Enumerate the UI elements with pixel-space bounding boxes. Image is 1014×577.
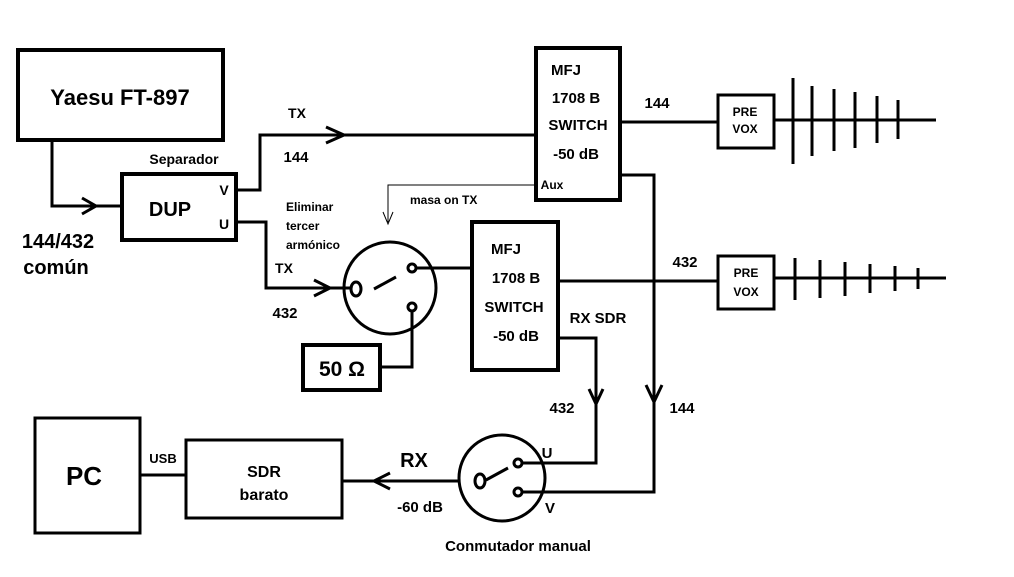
mfj-top-l2: 1708 B xyxy=(552,90,601,107)
common-label-2: común xyxy=(23,257,89,279)
antenna-432-elements xyxy=(793,258,920,300)
wire-radio-dup xyxy=(50,140,122,208)
manual-switch-circle xyxy=(457,433,547,523)
label-tx-top: TX xyxy=(288,105,307,121)
label-144-down: 144 xyxy=(669,400,695,417)
label-rx: RX xyxy=(400,450,428,472)
separator-title: Separador xyxy=(149,151,219,167)
label-switch-v: V xyxy=(545,500,555,517)
arrow-rx xyxy=(370,471,391,491)
mfj-top-l4: -50 dB xyxy=(553,146,599,163)
mfj-top-box xyxy=(534,46,622,202)
common-label-1: 144/432 xyxy=(22,231,94,253)
mfj-bottom-l1: MFJ xyxy=(491,241,521,258)
mfj-bottom-l2: 1708 B xyxy=(492,270,541,287)
manual-switch-lever xyxy=(485,466,509,482)
wire-dup-u-harmonic xyxy=(236,220,350,290)
wire-dup-v-mfj-top xyxy=(236,133,536,192)
label-144-left: 144 xyxy=(283,149,309,166)
mfj-top-l3: SWITCH xyxy=(548,117,607,134)
harmonic-switch-lever xyxy=(373,275,397,291)
arrow-tx-top xyxy=(325,125,348,145)
sdr-l2: barato xyxy=(240,487,289,504)
pc-label: PC xyxy=(66,461,102,491)
label-switch-u: U xyxy=(542,445,553,462)
manual-switch-pin-v xyxy=(512,486,524,498)
arrow-radio-dup xyxy=(81,196,100,216)
arrow-ground-on-tx xyxy=(382,211,394,226)
label-432-left: 432 xyxy=(272,305,297,322)
antenna-144-elements xyxy=(791,78,900,164)
pc-box xyxy=(33,416,142,535)
manual-switch-title: Conmutador manual xyxy=(445,538,591,555)
label-usb: USB xyxy=(149,451,176,466)
yaesu-radio-label: Yaesu FT-897 xyxy=(50,85,189,110)
arrow-432-down xyxy=(587,388,605,408)
dup-port-v: V xyxy=(219,182,229,198)
prevox-top-l2: VOX xyxy=(732,122,757,136)
prevox-top-l1: PRE xyxy=(733,105,758,119)
prevox-bottom-l1: PRE xyxy=(734,266,759,280)
prevox-bottom-l2: VOX xyxy=(733,285,758,299)
label-144-antenna: 144 xyxy=(644,95,670,112)
arrow-144-down xyxy=(644,384,664,406)
manual-switch-pin-u xyxy=(512,457,524,469)
load-50-ohm-label: 50 Ω xyxy=(319,358,365,381)
wire-rx-144 xyxy=(520,173,656,494)
mfj-bottom-l3: SWITCH xyxy=(484,299,543,316)
mfj-top-l1: MFJ xyxy=(551,62,581,79)
manual-switch-pin-common xyxy=(473,472,487,490)
dup-port-u: U xyxy=(219,216,229,232)
label-tx-bottom: TX xyxy=(275,260,294,276)
harmonic-switch-pin-in xyxy=(349,280,363,298)
prevox-bottom-box xyxy=(716,254,776,311)
label-ground-on-tx: masa on TX xyxy=(410,193,477,207)
mfj-bottom-box xyxy=(470,220,560,372)
label-harmonic-2: tercer xyxy=(286,219,320,233)
sdr-l1: SDR xyxy=(247,464,281,481)
harmonic-switch-pin-load xyxy=(406,301,418,313)
label-attenuation: -60 dB xyxy=(397,499,443,516)
mfj-top-aux: Aux xyxy=(541,178,564,192)
wire-harmonic-load xyxy=(380,311,414,369)
harmonic-switch-circle xyxy=(342,240,438,336)
label-432-antenna: 432 xyxy=(672,254,697,271)
wire-ground-on-tx xyxy=(387,184,536,222)
label-rx-sdr: RX SDR xyxy=(570,310,627,327)
dup-label: DUP xyxy=(149,199,191,221)
yaesu-radio-box xyxy=(16,48,225,142)
label-harmonic-1: Eliminar xyxy=(286,200,334,214)
arrow-tx-bottom xyxy=(313,278,334,298)
sdr-box xyxy=(184,438,344,520)
prevox-top-box xyxy=(716,93,776,150)
label-432-down: 432 xyxy=(549,400,574,417)
dup-box xyxy=(120,172,238,242)
harmonic-switch-pin-out xyxy=(406,262,418,274)
label-harmonic-3: armónico xyxy=(286,238,340,252)
mfj-bottom-l4: -50 dB xyxy=(493,328,539,345)
